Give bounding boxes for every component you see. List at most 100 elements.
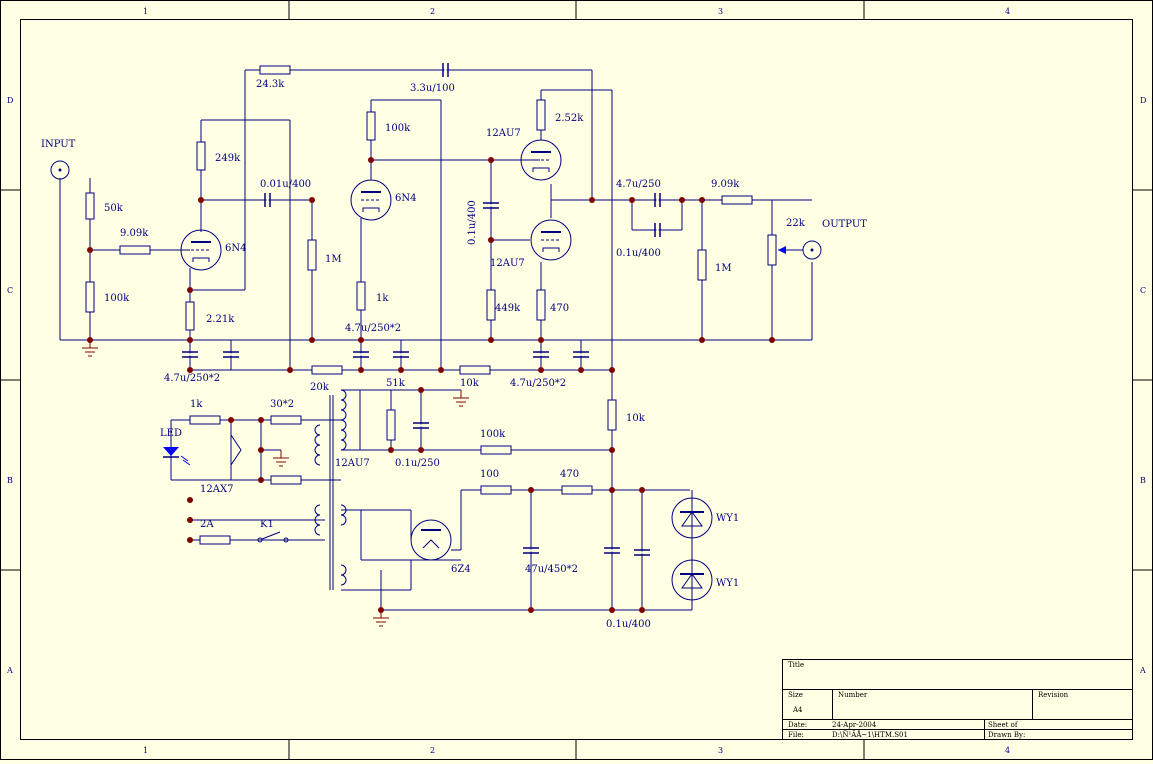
cap-0-1u-400-ps <box>634 549 650 556</box>
resistor-100k-ps <box>480 445 512 455</box>
tubes <box>180 139 713 601</box>
led-symbol <box>163 447 191 466</box>
cap-3-3u <box>442 63 449 77</box>
label-r-50k: 50k <box>104 203 124 214</box>
cap-stage2-b <box>393 351 409 358</box>
row-label-right-b: B <box>1140 476 1146 485</box>
label-tube-6n4-2: 6N4 <box>395 193 416 204</box>
potentiometer-22k <box>767 234 777 266</box>
transformer <box>314 389 347 590</box>
resistor-470-ps <box>561 485 593 495</box>
resistor-470-tube <box>536 289 546 321</box>
size-label: Size <box>788 691 803 699</box>
tube-12au7-2 <box>530 219 572 261</box>
cap-0-1u-250 <box>413 422 429 429</box>
label-r-20k: 20k <box>310 382 330 393</box>
row-label-left-b: B <box>7 476 13 485</box>
cap-gaps <box>188 68 659 554</box>
input-label: INPUT <box>41 139 76 150</box>
cap-47u-a <box>523 547 539 554</box>
label-tube-12ax7: 12AX7 <box>200 484 233 495</box>
label-r-10k-h: 10k <box>460 378 480 389</box>
ground-51k <box>453 390 469 407</box>
label-r-24-3k: 24.3k <box>256 79 285 90</box>
label-c-4-7u-1: 4.7u/250*2 <box>164 373 220 384</box>
label-r-51k: 51k <box>386 378 406 389</box>
col-label-top-4: 4 <box>1005 7 1010 16</box>
label-r-10k-v: 10k <box>626 413 646 424</box>
label-r-470-tube: 470 <box>550 303 569 314</box>
col-label-top-1: 1 <box>143 7 148 16</box>
label-tube-6n4-1: 6N4 <box>225 243 246 254</box>
row-label-left-c: C <box>7 286 13 295</box>
row-label-left-a: A <box>6 666 13 675</box>
row-label-left-d: D <box>7 96 13 105</box>
number-label: Number <box>838 691 868 699</box>
file-value: D:\Ñ¹ÄÅ~1\HTM.S01 <box>832 730 908 739</box>
label-r-470-ps: 470 <box>560 469 579 480</box>
col-label-bottom-2: 2 <box>430 746 435 755</box>
switch-k1 <box>257 531 289 543</box>
grounds <box>82 340 469 627</box>
resistor-9-09k-out <box>721 195 753 205</box>
size-value: A4 <box>792 706 803 714</box>
resistor-2-21k <box>185 301 195 331</box>
resistor-9-09k-in <box>119 245 151 255</box>
cap-4-7u-250 <box>654 193 661 207</box>
junction-nodes <box>87 157 775 613</box>
date-value: 24-Apr-2004 <box>832 721 877 729</box>
pot-wiper <box>778 246 803 254</box>
component-labels: 50k 9.09k 100k 249k 24.3k 2.21k 4.7u/250… <box>104 79 806 630</box>
tube-wy1-a <box>671 497 713 539</box>
label-pot-22k: 22k <box>786 218 806 229</box>
label-wy1-a: WY1 <box>716 513 739 524</box>
resistor-249k <box>196 141 206 171</box>
resistor-449k <box>486 289 496 321</box>
label-r-9-09k-in: 9.09k <box>120 228 149 239</box>
label-r-9-09k-out: 9.09k <box>711 179 740 190</box>
label-c-0-1u-400-v: 0.1u/400 <box>467 200 478 245</box>
resistor-51k <box>386 409 396 441</box>
cap-stage2-a <box>353 351 369 358</box>
label-c-0-1u-250: 0.1u/250 <box>395 458 440 469</box>
fuse-2a <box>199 535 231 545</box>
drawn-by-label: Drawn By: <box>988 731 1025 739</box>
date-label: Date: <box>788 721 807 729</box>
frame-labels: 1 2 3 4 1 2 3 4 D C B A D C B A <box>6 7 1146 755</box>
cap-stage1-b <box>223 351 239 358</box>
row-label-right-a: A <box>1139 666 1146 675</box>
resistor-1k-led <box>189 415 221 425</box>
label-c-0-1u-400-ps: 0.1u/400 <box>606 619 651 630</box>
label-fuse-2a: 2A <box>200 519 214 530</box>
resistor-1m-out <box>697 249 707 281</box>
resistor-50k <box>85 192 95 220</box>
resistor-1m-1 <box>307 239 317 271</box>
label-c-4-7u-2: 4.7u/250*2 <box>345 323 401 334</box>
resistor-1k <box>356 281 366 311</box>
label-switch-k1: K1 <box>260 519 274 530</box>
label-r-249k: 249k <box>215 153 241 164</box>
label-c-3-3u: 3.3u/100 <box>410 83 455 94</box>
output-connector: OUTPUT <box>802 219 867 260</box>
cap-stage3-b <box>573 351 589 358</box>
ground-heater <box>273 450 289 467</box>
resistor-100k-in <box>85 281 95 313</box>
col-label-bottom-3: 3 <box>718 746 723 755</box>
cap-0-01u <box>264 193 271 207</box>
resistor-100k-2 <box>366 111 376 141</box>
resistor-10k-v <box>607 399 617 431</box>
resistor-30-a <box>270 415 302 425</box>
label-c-0-01u: 0.01u/400 <box>260 179 311 190</box>
label-r-2-21k: 2.21k <box>206 314 235 325</box>
resistors <box>85 65 777 545</box>
resistor-10k-h <box>459 365 491 375</box>
label-r-1m-out: 1M <box>715 263 732 274</box>
resistor-20k <box>311 365 343 375</box>
ground-ps <box>373 610 389 627</box>
label-c-0-1u-400-out: 0.1u/400 <box>616 248 661 259</box>
label-r-449k: 449k <box>495 303 521 314</box>
label-r-100k-in: 100k <box>104 293 130 304</box>
cap-stage3-a <box>533 351 549 358</box>
capacitors <box>182 63 661 556</box>
